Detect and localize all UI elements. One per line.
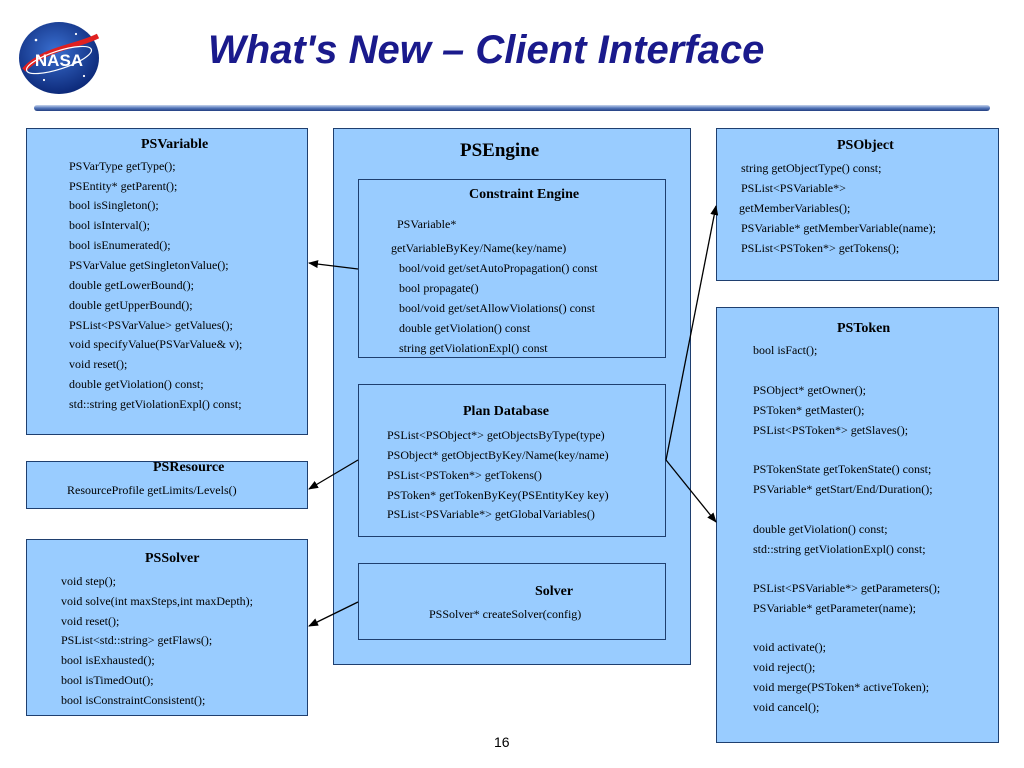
psresource-box: PSResource ResourceProfile getLimits/Lev…	[26, 460, 308, 509]
constraint-engine-method: bool/void get/setAllowViolations() const	[399, 301, 595, 315]
psresource-title: PSResource	[153, 460, 225, 475]
plan-database-method: PSList<PSToken*> getTokens()	[387, 468, 542, 482]
plan-database-method: PSToken* getTokenByKey(PSEntityKey key)	[387, 488, 609, 502]
pstoken-method: PSList<PSVariable*> getParameters();	[753, 581, 941, 595]
pstoken-method: void reject();	[753, 660, 816, 674]
nasa-logo: NASA	[19, 22, 100, 94]
psvariable-method: PSVarType getType();	[69, 159, 176, 173]
plan-database-box: Plan Database PSList<PSObject*> getObjec…	[358, 384, 666, 537]
psvariable-method: void reset();	[69, 357, 128, 371]
psobject-method: PSVariable* getMemberVariable(name);	[741, 221, 936, 235]
solver-box: Solver PSSolver* createSolver(config)	[358, 563, 666, 640]
plan-database-title: Plan Database	[463, 404, 549, 419]
title-rule	[34, 105, 990, 111]
psobject-method: getMemberVariables();	[739, 201, 851, 215]
pstoken-box: PSToken bool isFact(); PSObject* getOwne…	[716, 307, 999, 743]
psresource-method: ResourceProfile getLimits/Levels()	[67, 483, 237, 497]
pstoken-method: void cancel();	[753, 700, 820, 714]
slide-title: What's New – Client Interface	[208, 28, 765, 72]
pstoken-method: void activate();	[753, 640, 826, 654]
pssolver-title: PSSolver	[145, 551, 200, 566]
logo-text: NASA	[35, 51, 83, 70]
psvariable-title: PSVariable	[141, 137, 209, 152]
pssolver-box: PSSolver void step(); void solve(int max…	[26, 539, 308, 716]
pssolver-method: void reset();	[61, 614, 120, 628]
psvariable-method: PSEntity* getParent();	[69, 179, 178, 193]
pstoken-method: PSToken* getMaster();	[753, 403, 865, 417]
psvariable-method: void specifyValue(PSVarValue& v);	[69, 337, 243, 351]
pstoken-method: PSObject* getOwner();	[753, 383, 866, 397]
pssolver-method: void step();	[61, 574, 116, 588]
constraint-engine-box: Constraint Engine PSVariable* getVariabl…	[358, 179, 666, 358]
constraint-engine-method: getVariableByKey/Name(key/name)	[391, 241, 567, 255]
psvariable-method: bool isSingleton();	[69, 198, 159, 212]
pssolver-method: bool isTimedOut();	[61, 673, 154, 687]
pstoken-method: double getViolation() const;	[753, 522, 888, 536]
psvariable-method: double getUpperBound();	[69, 298, 193, 312]
psobject-method: PSList<PSVariable*>	[741, 181, 846, 195]
constraint-engine-method: double getViolation() const	[399, 321, 531, 335]
psvariable-method: PSVarValue getSingletonValue();	[69, 258, 229, 272]
psvariable-method: double getViolation() const;	[69, 377, 204, 391]
solver-method: PSSolver* createSolver(config)	[429, 607, 582, 621]
plan-database-method: PSObject* getObjectByKey/Name(key/name)	[387, 448, 609, 462]
psvariable-method: std::string getViolationExpl() const;	[69, 397, 242, 411]
pstoken-method: PSVariable* getParameter(name);	[753, 601, 916, 615]
psobject-method: string getObjectType() const;	[741, 161, 882, 175]
psengine-title: PSEngine	[460, 140, 540, 161]
pstoken-title: PSToken	[837, 321, 891, 336]
pstoken-method: std::string getViolationExpl() const;	[753, 542, 926, 556]
page-number: 16	[494, 734, 510, 750]
pstoken-method: bool isFact();	[753, 343, 818, 357]
constraint-engine-method: bool propagate()	[399, 281, 479, 295]
psvariable-box: PSVariable PSVarType getType(); PSEntity…	[26, 128, 308, 435]
psvariable-method: bool isEnumerated();	[69, 238, 171, 252]
psvariable-method: PSList<PSVarValue> getValues();	[69, 318, 233, 332]
psobject-method: PSList<PSToken*> getTokens();	[741, 241, 900, 255]
psobject-box: PSObject string getObjectType() const; P…	[716, 128, 999, 281]
pstoken-method: PSList<PSToken*> getSlaves();	[753, 423, 909, 437]
constraint-engine-method: bool/void get/setAutoPropagation() const	[399, 261, 598, 275]
constraint-engine-title: Constraint Engine	[469, 187, 580, 202]
pssolver-method: bool isExhausted();	[61, 653, 155, 667]
pstoken-method: void merge(PSToken* activeToken);	[753, 680, 930, 694]
plan-database-method: PSList<PSObject*> getObjectsByType(type)	[387, 428, 605, 442]
psvariable-method: double getLowerBound();	[69, 278, 194, 292]
solver-title: Solver	[535, 584, 574, 599]
pssolver-method: void solve(int maxSteps,int maxDepth);	[61, 594, 253, 608]
pstoken-method: PSVariable* getStart/End/Duration();	[753, 482, 933, 496]
pstoken-method: PSTokenState getTokenState() const;	[753, 462, 932, 476]
pssolver-method: bool isConstraintConsistent();	[61, 693, 206, 707]
constraint-engine-method: PSVariable*	[397, 217, 457, 231]
pssolver-method: PSList<std::string> getFlaws();	[61, 633, 213, 647]
psvariable-method: bool isInterval();	[69, 218, 150, 232]
plan-database-method: PSList<PSVariable*> getGlobalVariables()	[387, 507, 595, 521]
constraint-engine-method: string getViolationExpl() const	[399, 341, 548, 355]
psobject-title: PSObject	[837, 138, 894, 153]
